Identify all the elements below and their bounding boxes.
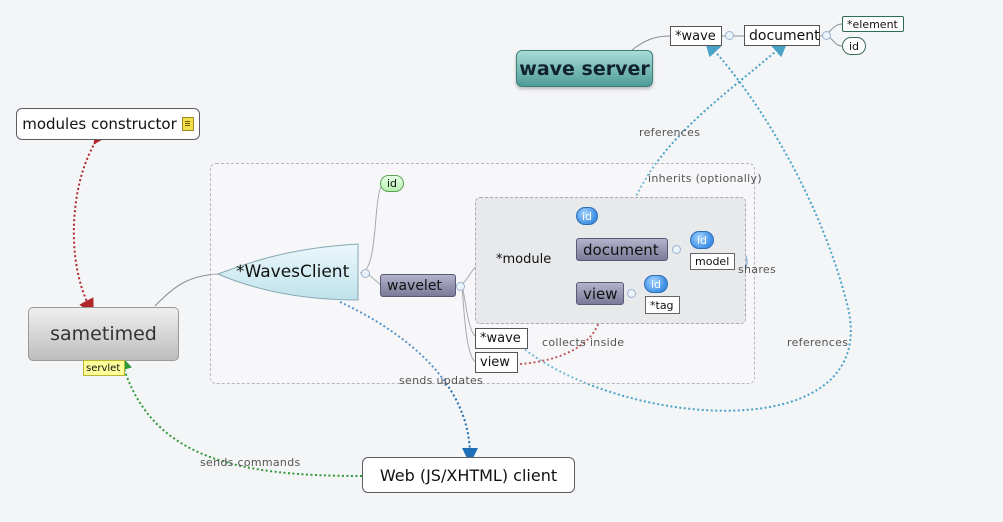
client-id-label: id	[386, 177, 398, 190]
shares-label: shares	[738, 263, 777, 276]
wavelet-node[interactable]: wavelet	[380, 274, 456, 297]
link-collects-inside	[519, 300, 610, 365]
wave-node[interactable]: *wave	[475, 328, 528, 349]
web-client-label: Web (JS/XHTML) client	[379, 465, 558, 485]
waves-client-label: *WavesClient	[236, 262, 350, 282]
wave-server-node[interactable]: wave server	[516, 50, 653, 87]
link-constructor-sametimed	[72, 126, 110, 316]
document-collapse-icon[interactable]	[672, 245, 681, 254]
document-id-label: id	[696, 233, 708, 247]
server-wave-collapse-icon[interactable]	[725, 31, 734, 40]
waves-client-shape	[216, 243, 359, 301]
server-id-label: id	[848, 39, 860, 53]
wave-server-label: wave server	[519, 57, 650, 80]
document-label: document	[583, 240, 659, 259]
link-references-waves	[506, 40, 852, 412]
server-document-collapse-icon[interactable]	[822, 31, 831, 40]
servlet-label: servlet	[86, 362, 121, 374]
waves-client-collapse-icon[interactable]	[361, 269, 370, 278]
modules-constructor-node[interactable]: modules constructor	[16, 108, 200, 140]
view-id-label: id	[650, 277, 662, 291]
tag-label: *tag	[650, 298, 674, 312]
server-document-label: document	[749, 27, 820, 44]
client-id-node[interactable]: id	[380, 175, 404, 192]
view-bottom-label: view	[480, 355, 510, 370]
wavelet-collapse-icon[interactable]	[456, 282, 465, 291]
waves-client-node[interactable]: *WavesClient	[236, 262, 349, 282]
view-label: view	[583, 284, 618, 303]
web-client-node[interactable]: Web (JS/XHTML) client	[362, 457, 575, 493]
server-id-node[interactable]: id	[842, 37, 866, 55]
link-sends-updates	[339, 301, 478, 464]
element-label: *element	[847, 17, 898, 31]
view-node[interactable]: view	[576, 282, 624, 305]
server-document-node[interactable]: document	[744, 25, 820, 46]
tag-node[interactable]: *tag	[645, 296, 680, 314]
model-node[interactable]: model	[690, 253, 735, 270]
model-label: model	[695, 255, 730, 268]
server-wave-label: *wave	[675, 28, 716, 44]
server-wave-node[interactable]: *wave	[670, 26, 722, 46]
sametimed-label: sametimed	[50, 323, 157, 345]
sametimed-node[interactable]: sametimed	[28, 307, 179, 361]
module-node[interactable]: *module	[496, 252, 551, 267]
document-node[interactable]: document	[576, 238, 668, 261]
element-node[interactable]: *element	[842, 16, 904, 32]
servlet-tag: servlet	[83, 360, 125, 376]
link-sends-commands	[116, 354, 363, 477]
view-collapse-icon[interactable]	[627, 289, 636, 298]
document-id-node[interactable]: id	[690, 231, 714, 249]
view-id-node[interactable]: id	[644, 275, 668, 293]
module-id-node[interactable]: id	[576, 207, 598, 225]
module-id-label: id	[581, 209, 593, 223]
sends-commands-label: sends commands	[200, 456, 301, 469]
modules-constructor-label: modules constructor	[22, 115, 177, 133]
collects-inside-label: collects inside	[542, 336, 625, 349]
note-icon	[181, 117, 194, 131]
references-top-label: references	[639, 126, 701, 139]
inherits-label: inherits (optionally)	[648, 172, 762, 185]
wavelet-label: wavelet	[387, 277, 442, 294]
references-right-label: references	[787, 336, 849, 349]
sends-updates-label: sends updates	[399, 374, 484, 387]
view-bottom-node[interactable]: view	[475, 352, 518, 373]
wave-label: *wave	[480, 331, 521, 346]
module-label: *module	[496, 252, 552, 267]
